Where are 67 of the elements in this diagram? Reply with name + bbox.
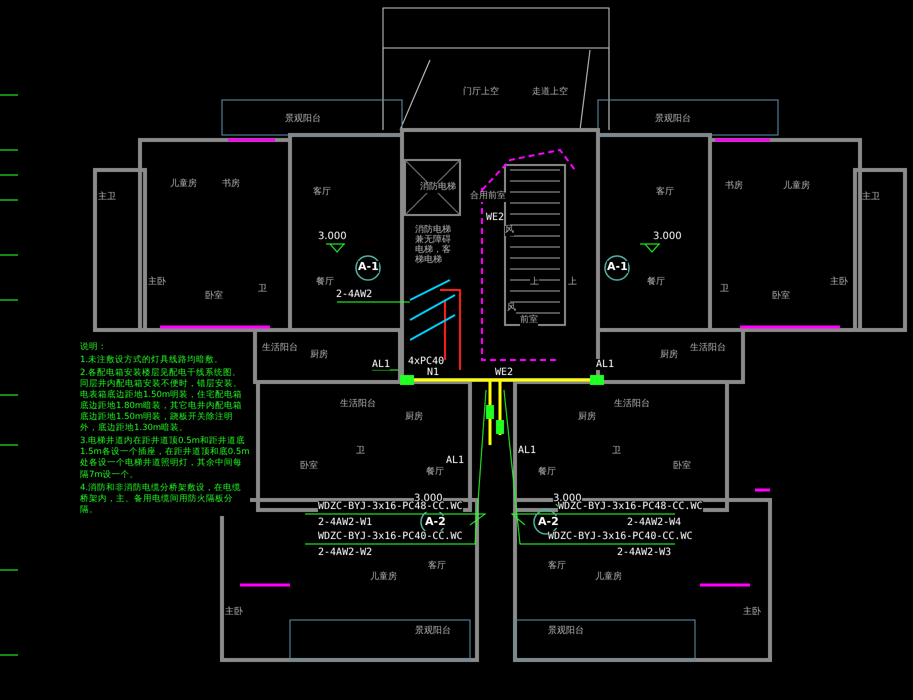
room-label: 前室	[520, 316, 538, 326]
room-label: 卧室	[300, 462, 318, 472]
unit-tag: A-2	[538, 516, 559, 528]
room-label: 厨房	[578, 413, 596, 423]
room-label: 儿童房	[595, 573, 622, 583]
room-label: 风	[505, 226, 514, 236]
room-label: 消防电梯	[420, 183, 456, 193]
cable-label: WDZC-BYJ-3x16-PC48-CC.WC	[318, 501, 462, 512]
panel-tag: AL1	[372, 359, 390, 370]
room-label: 餐厅	[647, 278, 665, 288]
room-label: 景观阳台	[548, 627, 584, 637]
elevation-label: 3.000	[653, 231, 682, 242]
panel-tag: AL1	[518, 445, 536, 456]
circuit-label: 2-4AW2-W4	[627, 517, 682, 528]
room-label: 书房	[222, 180, 240, 190]
room-label: 卧室	[772, 292, 790, 302]
room-label: 餐厅	[426, 468, 444, 478]
room-label: 客厅	[428, 562, 446, 572]
room-label: 厨房	[405, 413, 423, 423]
circuit-label: WE2	[495, 367, 514, 378]
cable-label: WDZC-BYJ-3x16-PC40-CC.WC	[318, 531, 462, 542]
room-label: 客厅	[656, 188, 674, 198]
room-label: 主卧	[830, 278, 848, 288]
room-label: 生活阳台	[614, 400, 650, 410]
room-label: 餐厅	[538, 468, 556, 478]
unit-tag: A-2	[425, 516, 446, 528]
circuit-label: 2-4AW2	[336, 289, 372, 300]
room-label: 风	[507, 304, 516, 314]
room-label: 主卧	[148, 278, 166, 288]
room-label: 客厅	[313, 188, 331, 198]
room-label: 主卧	[225, 608, 243, 618]
circuit-label: 2-4AW2-W1	[318, 517, 372, 528]
note-text: 4.消防和非消防电缆分桥架敷设，在电缆桥架内，主、备用电缆间用防火隔板分隔。	[80, 482, 250, 516]
room-label: 餐厅	[316, 278, 334, 288]
room-label: 景观阳台	[285, 115, 321, 125]
room-label: 生活阳台	[262, 344, 298, 354]
room-label: 卧室	[673, 462, 691, 472]
elevator-note: 消防电梯兼无障碍电梯，客梯电梯	[415, 226, 453, 266]
room-label: 卧室	[205, 292, 223, 302]
circuit-label: 2-4AW2-W3	[617, 547, 672, 558]
room-label: 景观阳台	[415, 627, 451, 637]
panel-tag: AL1	[596, 359, 614, 370]
room-label: 厨房	[310, 351, 328, 361]
room-label: 客厅	[548, 562, 566, 572]
panel-tag: AL1	[446, 455, 464, 466]
circuit-label: N1	[427, 367, 440, 378]
room-label: 书房	[725, 182, 743, 192]
room-label: 门厅上空	[463, 88, 499, 98]
room-label: 厨房	[660, 351, 678, 361]
room-label: 儿童房	[170, 180, 197, 190]
note-text: 3.电梯井道内在距井道顶0.5m和距井道底1.5m各设一个插座，在距井道顶和底0.5m处各设一个电梯井道照明灯，其余中间每隔7m设一个。	[80, 436, 250, 481]
room-label: 生活阳台	[690, 344, 726, 354]
elevation-label: 3.000	[318, 231, 347, 242]
circuit-label: 4xPC40	[408, 356, 444, 367]
circuit-label: 2-4AW2-W2	[318, 547, 372, 558]
cable-label: WDZC-BYJ-3x16-PC40-CC.WC	[548, 531, 692, 542]
room-label: 儿童房	[783, 182, 810, 192]
room-label: 生活阳台	[340, 400, 376, 410]
unit-tag: A-1	[607, 261, 628, 274]
unit-tag: A-1	[358, 261, 379, 274]
circuit-label: WE2	[486, 212, 504, 223]
room-label: 儿童房	[370, 573, 397, 583]
room-label: 景观阳台	[655, 115, 691, 125]
room-label: 合用前室	[470, 192, 506, 202]
cable-label: WDZC-BYJ-3x16-PC48-CC.WC	[558, 501, 702, 512]
room-label: 走道上空	[532, 88, 568, 98]
room-label: 主卧	[743, 608, 761, 618]
